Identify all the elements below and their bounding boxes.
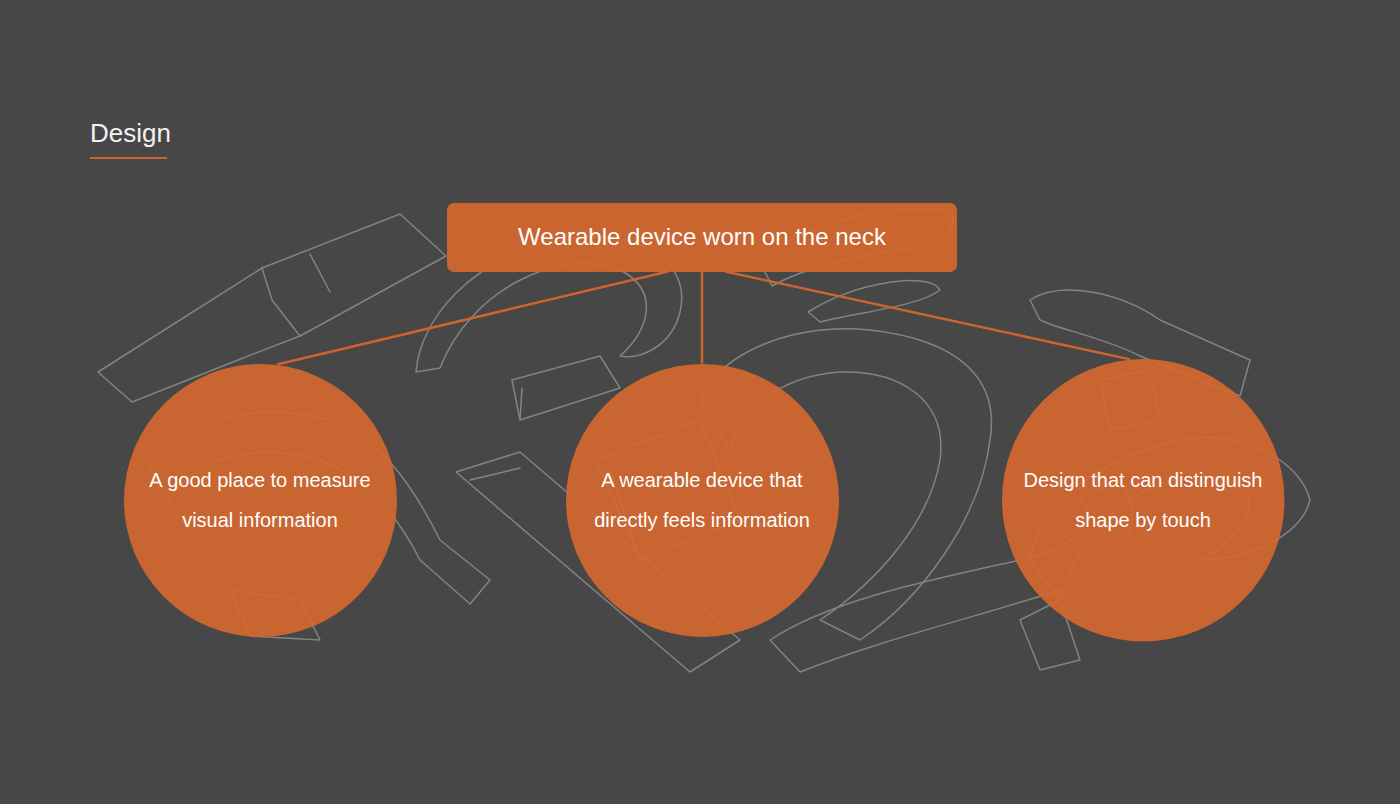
page-title: Design <box>90 118 171 149</box>
node-text: A wearable device that directly feels in… <box>582 460 822 540</box>
sketch-line <box>262 254 330 336</box>
circle-fill <box>124 364 397 637</box>
connector-line <box>277 272 668 365</box>
circle-shape <box>1002 359 1284 641</box>
concept-circle: A good place to measure visual informati… <box>124 364 397 637</box>
heading-box: Wearable device worn on the neck <box>447 203 957 272</box>
title-underline <box>90 157 167 159</box>
sketch-line <box>808 281 940 322</box>
circle-fill <box>1002 359 1284 641</box>
concept-circle: Design that can distinguish shape by tou… <box>1002 359 1284 641</box>
concept-circle: A wearable device that directly feels in… <box>566 364 839 637</box>
connector-line <box>701 272 704 364</box>
circle-fill <box>566 364 839 637</box>
node-text: Design that can distinguish shape by tou… <box>1018 460 1268 540</box>
circle-shape <box>566 364 839 637</box>
node-text: A good place to measure visual informati… <box>140 460 380 540</box>
connector-line <box>725 272 1130 360</box>
node-text: Wearable device worn on the neck <box>467 222 937 252</box>
box-fill <box>447 203 957 272</box>
circle-shape <box>124 364 397 637</box>
